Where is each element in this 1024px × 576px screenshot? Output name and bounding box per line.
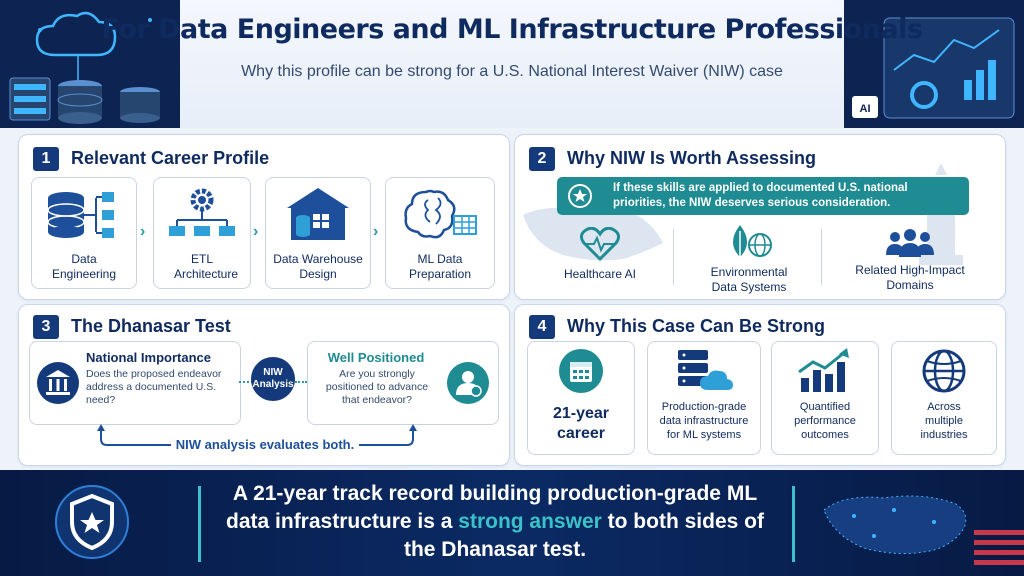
brain-icon (404, 189, 477, 239)
banner-divider-right (792, 486, 795, 562)
strength-card-career: 21-year career (527, 341, 635, 455)
chevron-right-icon: › (140, 223, 146, 240)
globe-icon (922, 349, 966, 393)
strength-label: Quantified performance outcomes (794, 401, 856, 441)
section-why-niw: 2 Why NIW Is Worth Assessing If these sk… (514, 134, 1006, 300)
section-title: Why This Case Can Be Strong (567, 316, 826, 336)
etl-gear-icon (169, 188, 235, 236)
strength-label: Across multiple industries (920, 401, 968, 441)
person-star-icon (447, 362, 489, 404)
strength-card-performance: Quantified performance outcomes (771, 341, 879, 455)
cloud-server-illustration (0, 0, 180, 128)
ai-badge: AI (860, 103, 871, 115)
page-subtitle: Why this profile can be strong for a U.S… (241, 63, 783, 80)
banner-highlight: strong answer (458, 510, 602, 533)
section-number: 1 (33, 147, 59, 171)
bracket-arrows (97, 424, 417, 446)
banner-text-after: to both sides of the Dhanasar test. (403, 510, 764, 561)
section-dhanasar-test: 3 The Dhanasar Test National Importance … (18, 304, 510, 466)
career-label: Data Warehouse Design (273, 252, 363, 281)
career-card-ml-data: ML Data Preparation (385, 177, 495, 289)
growth-chart-icon (798, 348, 849, 392)
section-number: 3 (33, 315, 59, 339)
career-years-label: 21-year career (552, 405, 610, 442)
calendar-icon (559, 349, 603, 393)
us-map-flag-illustration (823, 495, 1024, 565)
strength-label: Production-grade data infrastructure for… (659, 401, 749, 441)
government-building-icon (37, 362, 79, 404)
analysis-footer: NIW analysis evaluates both. (175, 437, 355, 452)
card-text: Are you strongly positioned to advance t… (325, 368, 429, 406)
career-card-warehouse: Data Warehouse Design (265, 177, 371, 289)
card-title: Well Positioned (327, 350, 425, 365)
heartbeat-icon (580, 227, 620, 261)
career-card-etl: ETL Architecture (153, 177, 251, 289)
national-importance-card: National Importance Does the proposed en… (29, 341, 241, 425)
section-title: Why NIW Is Worth Assessing (567, 148, 817, 168)
dashboard-illustration: AI (844, 0, 1024, 128)
section-title: The Dhanasar Test (71, 316, 231, 336)
card-title: National Importance (86, 350, 211, 365)
callout-text: If these skills are applied to documente… (613, 182, 908, 209)
divider (821, 229, 822, 285)
connector-left (239, 381, 253, 383)
domain-environmental: Environmental Data Systems (681, 223, 817, 294)
career-label: ML Data Preparation (408, 252, 472, 281)
database-icon (47, 192, 114, 238)
star-badge-icon (568, 184, 592, 208)
shield-star-icon (55, 485, 129, 559)
niw-callout: If these skills are applied to documente… (557, 177, 969, 215)
domain-high-impact: Related High-Impact Domains (827, 229, 993, 293)
warehouse-icon (287, 188, 349, 240)
connector-right (295, 381, 307, 383)
domain-label: Related High-Impact Domains (855, 263, 965, 292)
chevron-right-icon: › (373, 223, 379, 240)
summary-banner (0, 470, 1024, 576)
domain-label: Healthcare AI (563, 267, 637, 281)
section-career-profile: 1 Relevant Career Profile Data Engineeri… (18, 134, 510, 300)
career-card-data-engineering: Data Engineering (31, 177, 137, 289)
divider (673, 229, 674, 285)
banner-divider-left (198, 486, 201, 562)
career-label: ETL Architecture (174, 252, 239, 281)
niw-analysis-hub: NIW Analysis (251, 357, 295, 401)
section-title: Relevant Career Profile (71, 148, 270, 168)
strength-card-infrastructure: Production-grade data infrastructure for… (647, 341, 761, 455)
people-icon (886, 229, 934, 257)
banner-text-before: A 21-year track record building producti… (226, 482, 758, 533)
card-text: Does the proposed endeavor address a doc… (86, 368, 222, 406)
leaf-globe-icon (733, 225, 772, 257)
server-cloud-icon (678, 350, 733, 390)
header: AI For Data Engineers and ML Infrastruct… (0, 0, 1024, 128)
section-case-strength: 4 Why This Case Can Be Strong 21-year ca… (514, 304, 1006, 466)
domain-label: Environmental Data Systems (710, 265, 788, 294)
section-number: 4 (529, 315, 555, 339)
page-title: For Data Engineers and ML Infrastructure… (101, 14, 923, 45)
section-number: 2 (529, 147, 555, 171)
banner-message: A 21-year track record building producti… (215, 480, 775, 564)
domain-healthcare-ai: Healthcare AI (535, 227, 665, 291)
strength-card-industries: Across multiple industries (891, 341, 997, 455)
well-positioned-card: Well Positioned Are you strongly positio… (307, 341, 499, 425)
chevron-right-icon: › (253, 223, 259, 240)
career-label: Data Engineering (51, 252, 117, 281)
